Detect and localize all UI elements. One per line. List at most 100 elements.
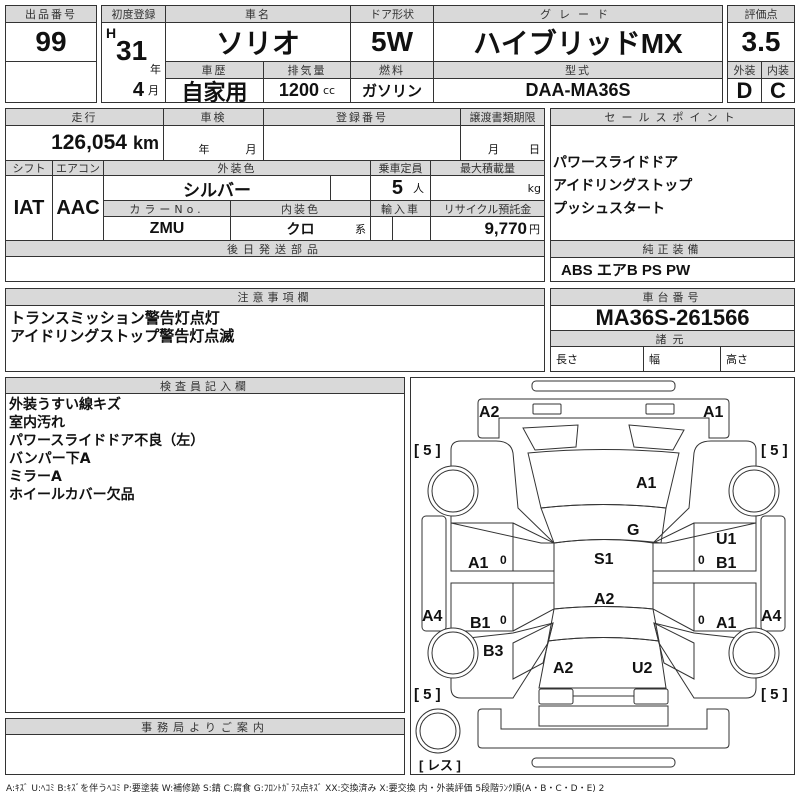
capacity-unit: 人 bbox=[413, 182, 424, 195]
history-label: 車歴 bbox=[165, 61, 264, 79]
door-label: ドア形状 bbox=[350, 5, 434, 23]
sales-point-item: パワースライドドア bbox=[553, 155, 679, 171]
inspector-line: バンパー下A bbox=[9, 451, 91, 467]
mark-left-front-door: A1 bbox=[468, 555, 489, 572]
tire-fr-tread: [ 5 ] bbox=[761, 442, 788, 459]
lot-no: 99 bbox=[5, 22, 97, 62]
sales-point-item: アイドリングストップ bbox=[553, 178, 693, 194]
door-marker: 0 bbox=[698, 553, 705, 567]
mark-front-left-bumper: A2 bbox=[479, 404, 500, 421]
load-label: 最大積載量 bbox=[430, 160, 545, 176]
first-reg-month-cell: 4 月 bbox=[101, 78, 166, 103]
reg-no-cell bbox=[263, 125, 461, 161]
mark-rear-left: A2 bbox=[553, 660, 574, 677]
chassis-number: MA36S-261566 bbox=[550, 305, 795, 331]
door-type: 5W bbox=[350, 22, 434, 62]
capacity: 5 bbox=[391, 176, 403, 199]
inspector-line: 外装うすい線キズ bbox=[9, 397, 121, 413]
mark-right-rocker: A4 bbox=[761, 608, 782, 625]
color-extra-cell bbox=[330, 175, 371, 201]
transfer-label: 譲渡書類期限 bbox=[460, 108, 545, 126]
exterior-label: 外装 bbox=[727, 61, 762, 79]
mark-left-quarter: B3 bbox=[483, 643, 504, 660]
transfer-day-unit: 日 bbox=[529, 143, 540, 156]
transfer-month-unit: 月 bbox=[488, 143, 499, 156]
transfer-cell: 月 日 bbox=[460, 125, 545, 161]
recycle-unit: 円 bbox=[529, 222, 540, 236]
mark-left-rocker: A4 bbox=[422, 608, 443, 625]
recycle-cell: 9,770 円 bbox=[430, 216, 545, 241]
mark-right-front-door-1: U1 bbox=[716, 531, 737, 548]
width-label: 幅 bbox=[643, 346, 721, 372]
fuel-label: 燃料 bbox=[350, 61, 434, 79]
recycle-label: リサイクル預託金 bbox=[430, 200, 545, 217]
inspector-box: 外装うすい線キズ 室内汚れ パワースライドドア不良（左） バンパー下A ミラーA… bbox=[5, 393, 405, 713]
office-box bbox=[5, 734, 405, 775]
mileage-unit: km bbox=[132, 132, 159, 153]
displacement-label: 排気量 bbox=[263, 61, 351, 79]
mileage-label: 走行 bbox=[5, 108, 164, 126]
exterior-grade: D bbox=[727, 78, 762, 103]
color-label: 外装色 bbox=[103, 160, 371, 176]
damage-diagram: A2 A1 [ 5 ] [ 5 ] [ 5 ] [ 5 ] A1 G S1 A2… bbox=[410, 377, 795, 775]
inspector-line: パワースライドドア不良（左） bbox=[9, 433, 205, 449]
capacity-cell: 5 人 bbox=[370, 175, 431, 201]
score: 3.5 bbox=[727, 22, 795, 62]
interior-color-unit: 系 bbox=[355, 223, 366, 236]
inspector-list: 外装うすい線キズ 室内汚れ パワースライドドア不良（左） バンパー下A ミラーA… bbox=[9, 396, 204, 504]
inspection-month-unit: 月 bbox=[245, 143, 257, 156]
length-label: 長さ bbox=[550, 346, 644, 372]
legend: A:ｷｽﾞ U:ﾍｺﾐ B:ｷｽﾞを伴うﾍｺﾐ P:要塗装 W:補修跡 S:錆 … bbox=[6, 784, 605, 794]
lot-no-label: 出品番号 bbox=[5, 5, 97, 23]
history: 自家用 bbox=[165, 78, 264, 103]
equipment: ABS エアB PS PW bbox=[550, 257, 795, 282]
sales-points-list: パワースライドドア アイドリングストップ プッシュスタート bbox=[553, 152, 692, 221]
spec-label: 諸元 bbox=[550, 330, 795, 347]
grade-label: グレード bbox=[433, 5, 723, 23]
displacement-unit: cc bbox=[322, 84, 336, 97]
later-parts-label: 後日発送部品 bbox=[5, 240, 545, 257]
door-marker: 0 bbox=[500, 553, 507, 567]
door-marker: 0 bbox=[698, 613, 705, 627]
notes-label: 注意事項欄 bbox=[5, 288, 545, 306]
model-label: 型式 bbox=[433, 61, 723, 79]
shift-label: シフト bbox=[5, 160, 53, 176]
mark-right-front-door-2: B1 bbox=[716, 555, 737, 572]
model-code: DAA-MA36S bbox=[433, 78, 723, 103]
reg-no-label: 登録番号 bbox=[263, 108, 461, 126]
mark-windshield: G bbox=[627, 522, 639, 539]
mileage-cell: 126,054 km bbox=[5, 125, 164, 161]
import-label: 輸入車 bbox=[370, 200, 431, 217]
interior-color: クロ bbox=[286, 220, 315, 237]
month-unit: 月 bbox=[148, 84, 159, 97]
inspector-line: ミラーA bbox=[9, 469, 62, 485]
displacement: 1200 bbox=[278, 80, 319, 100]
mark-front-right-bumper: A1 bbox=[703, 404, 724, 421]
interior-color-cell: クロ 系 bbox=[230, 216, 371, 241]
inspector-line: ホイールカバー欠品 bbox=[9, 487, 135, 503]
sales-points-label: セールスポイント bbox=[550, 108, 795, 126]
first-reg-month: 4 bbox=[132, 78, 144, 101]
load-unit: kg bbox=[430, 175, 545, 201]
import-cell-2 bbox=[392, 216, 431, 241]
mark-right-rear-door: A1 bbox=[716, 615, 737, 632]
sales-points-box: パワースライドドア アイドリングストップ プッシュスタート bbox=[550, 125, 795, 241]
car-name-label: 車名 bbox=[165, 5, 351, 23]
car-name: ソリオ bbox=[165, 22, 351, 62]
spare-tire-status: [ レス ] bbox=[419, 758, 461, 773]
inspector-label: 検査員記入欄 bbox=[5, 377, 405, 394]
mark-roof-rear: A2 bbox=[594, 591, 615, 608]
mark-roof: S1 bbox=[594, 551, 614, 568]
height-label: 高さ bbox=[720, 346, 795, 372]
mileage: 126,054 bbox=[51, 131, 127, 154]
first-reg-year: 31 bbox=[116, 35, 148, 66]
inspector-line: 室内汚れ bbox=[9, 415, 65, 431]
car-outline bbox=[415, 380, 786, 768]
chassis-label: 車台番号 bbox=[550, 288, 795, 306]
mark-rear-right: U2 bbox=[632, 660, 653, 677]
score-label: 評価点 bbox=[727, 5, 795, 23]
interior-label: 内装 bbox=[761, 61, 795, 79]
displacement-cell: 1200 cc bbox=[263, 78, 351, 103]
office-label: 事務局よりご案内 bbox=[5, 718, 405, 735]
era: H bbox=[106, 25, 117, 41]
